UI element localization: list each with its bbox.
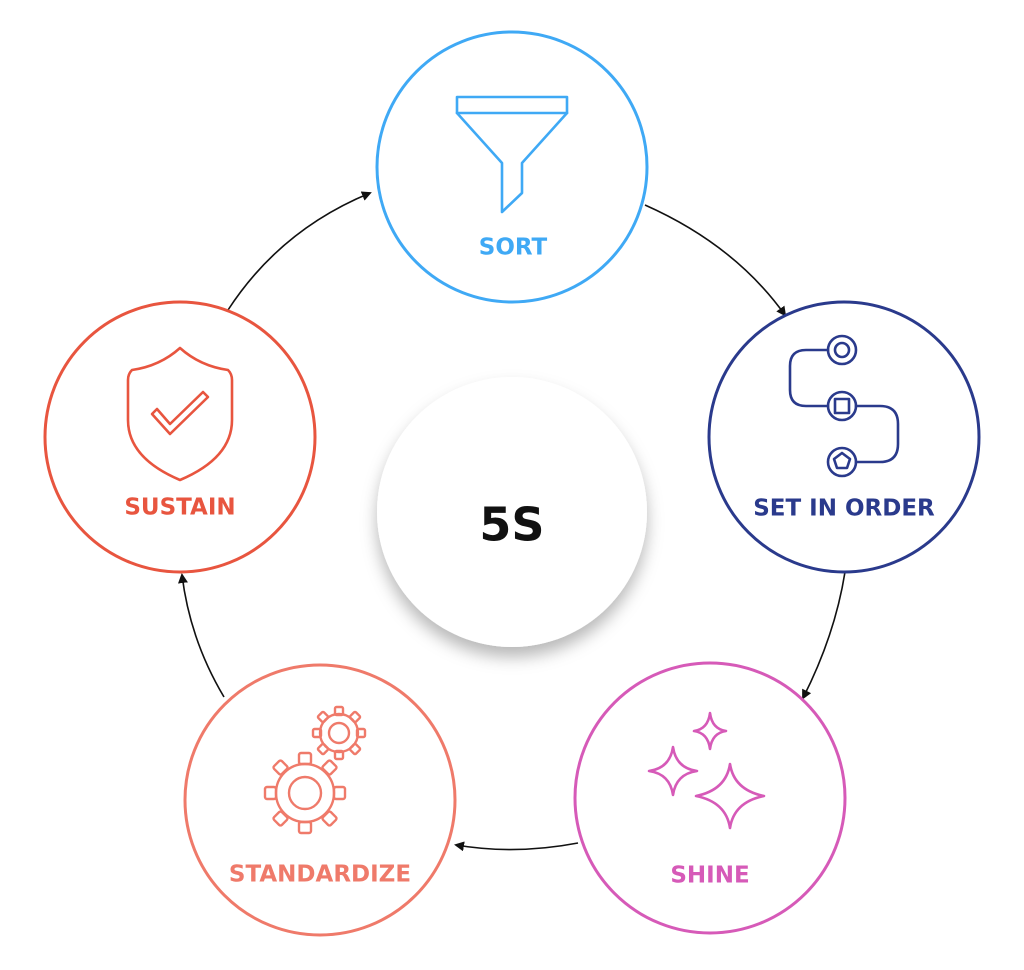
step-set-in-order: SET IN ORDER [707,300,981,574]
workflow-icon [788,334,900,478]
arrow-sustain-to-sort [227,191,372,311]
center-node: 5S [377,377,647,647]
funnel-icon [455,95,569,214]
step-standardize: STANDARDIZE [183,663,457,937]
arrow-shine-to-standardize [454,841,579,852]
step-sort: SORT [375,30,649,304]
step-circle [43,300,317,574]
cycle-arrows [178,191,846,852]
step-label: STANDARDIZE [229,862,411,888]
step-label: SORT [479,235,548,261]
center-label: 5S [479,498,544,552]
step-circle [573,661,847,935]
step-shine: SHINE [573,661,847,935]
step-circle [707,300,981,574]
step-sustain: SUSTAIN [43,300,317,574]
arrow-standardize-to-sustain [178,573,225,698]
step-label: SUSTAIN [124,495,235,521]
step-label: SHINE [670,863,749,889]
center-circle [377,377,647,647]
shield-check-icon [126,346,234,482]
step-circle [375,30,649,304]
arrow-sort-to-set-in-order [644,204,787,317]
sparkles-icon [647,711,766,830]
step-label: SET IN ORDER [753,496,935,522]
arrow-set-in-order-to-shine [802,571,846,700]
gears-icon [263,705,367,835]
